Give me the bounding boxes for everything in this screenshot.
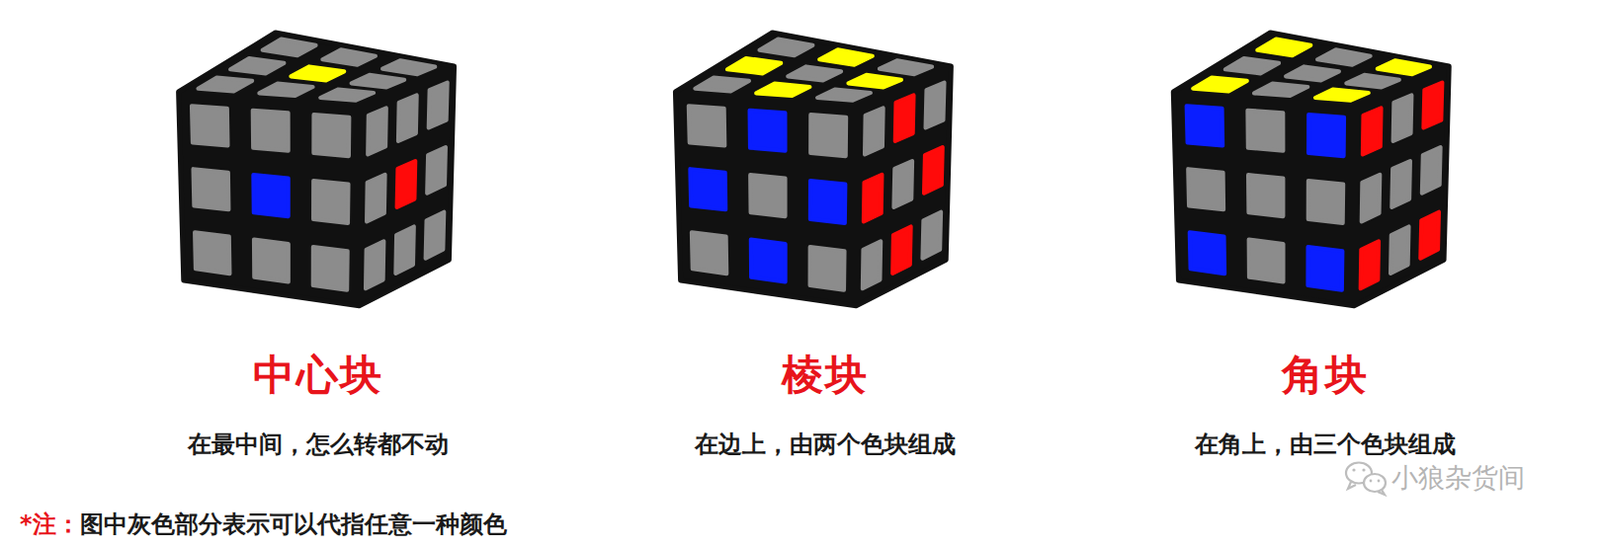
rubiks-cube bbox=[675, 32, 952, 307]
note-marker: *注： bbox=[19, 508, 81, 541]
piece-description: 在边上，由两个色块组成 bbox=[694, 428, 956, 461]
piece-description: 在最中间，怎么转都不动 bbox=[187, 428, 449, 461]
piece-description: 在角上，由三个色块组成 bbox=[1194, 428, 1456, 461]
note-text: 图中灰色部分表示可以代指任意一种颜色 bbox=[80, 508, 507, 541]
piece-title: 角块 bbox=[1281, 347, 1369, 404]
piece-title: 中心块 bbox=[252, 347, 384, 404]
piece-title: 棱块 bbox=[781, 347, 869, 404]
wechat-icon bbox=[1346, 463, 1386, 497]
rubiks-cube bbox=[178, 32, 455, 307]
rubiks-cube bbox=[1173, 32, 1449, 307]
watermark: 小狼杂货间 bbox=[1391, 460, 1525, 497]
